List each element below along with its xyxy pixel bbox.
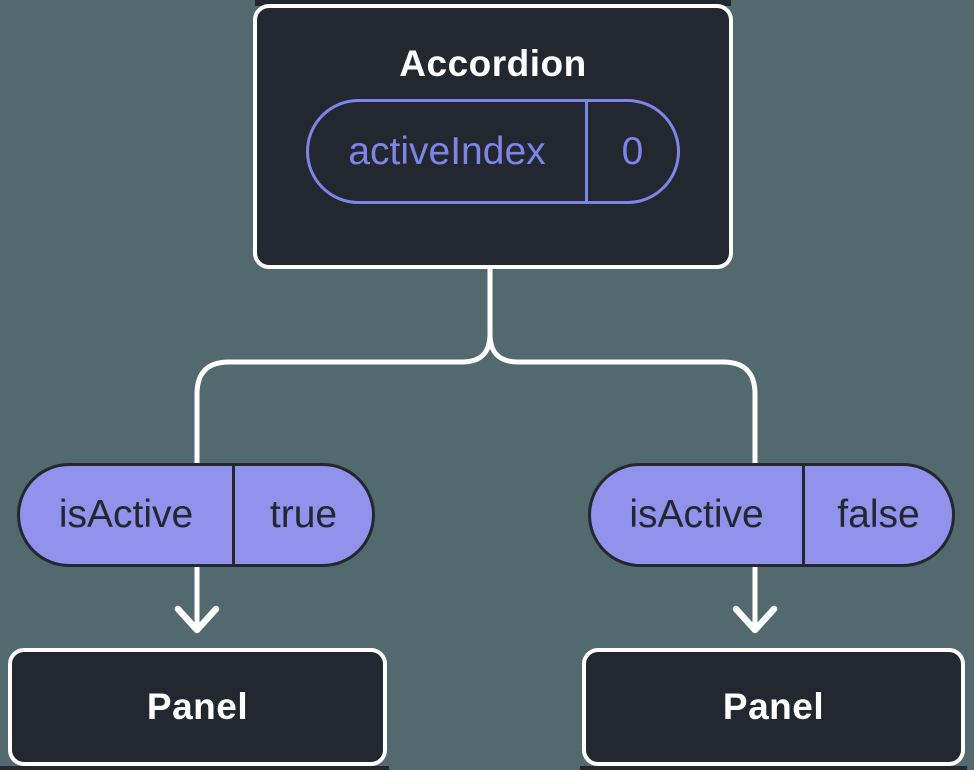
state-pill-label: activeIndex: [348, 129, 546, 173]
arrow-down-icon-left: [174, 605, 220, 634]
prop-pill-left-divider: [232, 466, 235, 564]
accordion-node-title: Accordion: [399, 43, 587, 84]
state-pill-divider: [585, 102, 588, 201]
prop-pill-right-value: false: [837, 493, 920, 536]
panel-node-right-title: Panel: [722, 686, 825, 727]
prop-pill-left-value: true: [269, 493, 338, 536]
panel-node-right: Panel: [582, 648, 965, 766]
accordion-node: Accordion activeIndex 0: [253, 4, 733, 269]
arrow-down-icon-right: [732, 605, 778, 634]
prop-pill-right-divider: [802, 466, 805, 564]
cropped-box-edge-top: [255, 0, 731, 6]
panel-node-left: Panel: [8, 648, 387, 766]
cropped-box-edge-bottom-left: [0, 766, 389, 770]
prop-pill-left-label: isActive: [58, 493, 194, 536]
connector-branch-right: [487, 264, 758, 629]
prop-pill-right-label: isActive: [629, 493, 764, 536]
panel-node-left-title: Panel: [146, 686, 249, 727]
state-pill-value: 0: [621, 129, 644, 173]
prop-pill-left: isActive true: [17, 463, 375, 567]
cropped-box-edge-bottom-right: [580, 766, 967, 770]
connector-branch-left: [194, 264, 493, 629]
state-pill: activeIndex 0: [306, 99, 680, 204]
prop-pill-right: isActive false: [588, 463, 955, 567]
